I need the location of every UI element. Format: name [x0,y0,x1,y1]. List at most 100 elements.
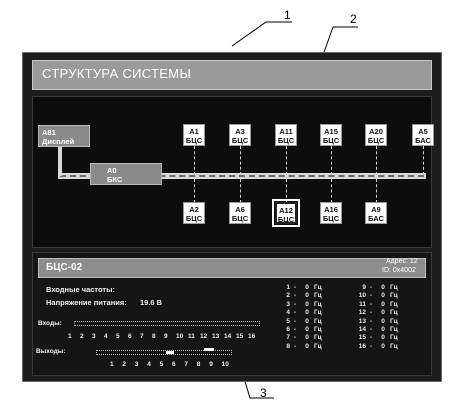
channel-number: 3 [286,300,290,308]
node-a1[interactable]: A1 БЦС [183,124,205,146]
frequency-value: 0 [305,292,309,300]
node-type: БЦС [185,214,203,223]
input-number: 12 [200,333,208,340]
node-a2[interactable]: A2 БЦС [183,202,205,224]
separator: - [293,309,297,317]
inputs-label: Входы: [38,320,62,327]
inputs-indicator-track [74,321,260,326]
node-address: A1 [189,127,199,136]
node-a6[interactable]: A6 БЦС [229,202,251,224]
node-a11[interactable]: A11 БЦС [275,124,297,146]
callout-2: 2 [350,12,357,26]
outputs-indicator-track [96,350,232,355]
output-number: 8 [196,361,201,368]
input-number: 16 [248,333,256,340]
output-active-segment [204,348,214,351]
node-a12-selected[interactable]: A12 БЦС [272,199,300,227]
frequency-value: 0 [381,292,385,300]
node-address: A2 [189,205,199,214]
frequency-value: 0 [305,342,309,350]
channel-number: 14 [358,325,366,333]
frequency-unit: Гц [390,284,398,291]
input-number: 8 [152,333,156,340]
input-number: 15 [236,333,244,340]
input-number: 14 [224,333,232,340]
frequency-value: 0 [305,334,309,342]
frequency-value: 0 [381,317,385,325]
frequency-value: 0 [305,325,309,333]
node-type: БЦС [277,136,295,145]
node-address: A20 [369,127,383,136]
output-number: 5 [159,361,164,368]
connector [331,146,332,175]
node-a9[interactable]: A9 БАС [365,202,387,224]
system-bus-dash [60,175,424,177]
output-number: 9 [209,361,213,368]
display-node[interactable]: A81 Дисплей [38,125,90,147]
node-a20[interactable]: A20 БЦС [365,124,387,146]
callout-1: 1 [284,8,291,22]
input-number: 7 [140,333,144,340]
frequency-row: 2-0 Гц [274,292,344,300]
node-a15[interactable]: A15 БЦС [320,124,342,146]
frequency-value: 0 [305,309,309,317]
frequency-unit: Гц [314,292,322,300]
node-address: A15 [324,127,338,136]
separator: - [293,300,297,308]
connector [423,146,424,175]
frequency-unit: Гц [314,334,322,342]
frequency-unit: Гц [390,325,398,333]
channel-number: 16 [358,342,366,350]
node-type: БЦС [367,136,385,145]
frequency-unit: Гц [314,309,322,317]
input-number: 9 [164,333,168,340]
frequency-value: 0 [381,309,385,317]
channel-number: 2 [286,292,290,300]
connector [331,179,332,203]
separator: - [369,317,373,325]
node-a5[interactable]: A5 БАС [412,124,434,146]
separator: - [369,300,373,308]
frequency-value: 0 [305,317,309,325]
output-number: 4 [147,361,151,368]
separator: - [369,292,373,300]
channel-number: 10 [358,292,366,300]
channel-number: 5 [286,317,290,325]
output-number: 2 [122,361,127,368]
bks-node[interactable]: A0 БКС [90,163,162,185]
bks-node-type: БКС [107,175,123,184]
node-address: A9 [371,205,381,214]
node-a3[interactable]: A3 БЦС [229,124,251,146]
node-address: A12 [279,206,293,215]
input-frequencies-label: Входные частоты: [46,285,115,294]
display-node-type: Дисплей [42,137,75,146]
separator: - [293,284,297,291]
channel-number: 8 [286,342,290,350]
channel-number: 12 [358,309,366,317]
frequency-unit: Гц [390,342,398,350]
input-number: 4 [104,333,108,340]
connector [194,146,195,175]
input-number: 11 [188,333,195,340]
input-number: 10 [176,333,184,340]
separator: - [293,292,297,300]
frequency-unit: Гц [314,325,322,333]
node-address: A16 [324,205,338,214]
node-a16[interactable]: A16 БЦС [320,202,342,224]
supply-voltage-label: Напряжение питания: [46,298,127,307]
node-address: A5 [418,127,428,136]
frequency-value: 0 [381,325,385,333]
input-number: 2 [80,333,84,340]
input-number: 3 [92,333,96,340]
bks-node-address: A0 [107,166,117,175]
connector [376,146,377,175]
node-type: БЦС [322,136,340,145]
